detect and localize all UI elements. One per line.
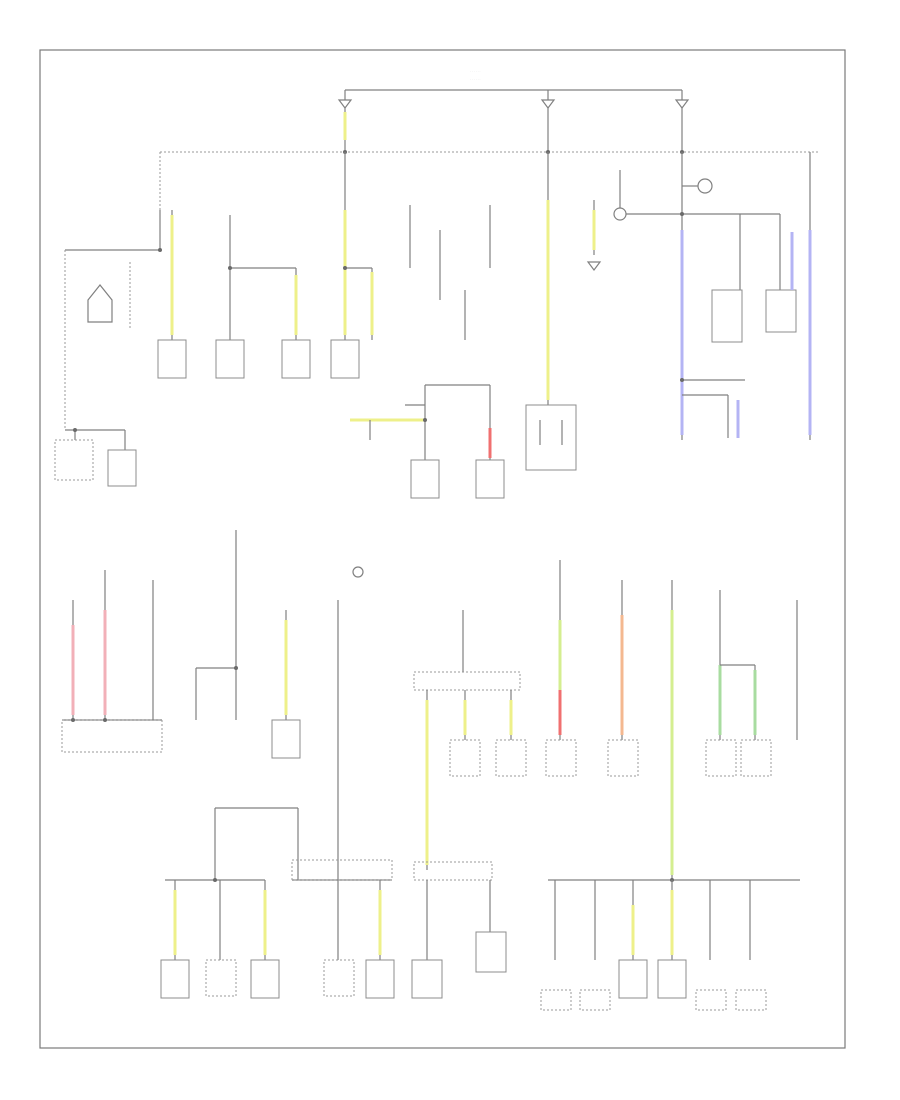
svg-text:· · · · · ·: · · · · · · xyxy=(470,69,481,73)
top-section: · · · · · · · · · · · · xyxy=(54,69,820,499)
svg-text:· · · · · ·: · · · · · · xyxy=(470,77,481,81)
lower-section xyxy=(61,530,800,1011)
diagram-frame xyxy=(39,49,846,1049)
